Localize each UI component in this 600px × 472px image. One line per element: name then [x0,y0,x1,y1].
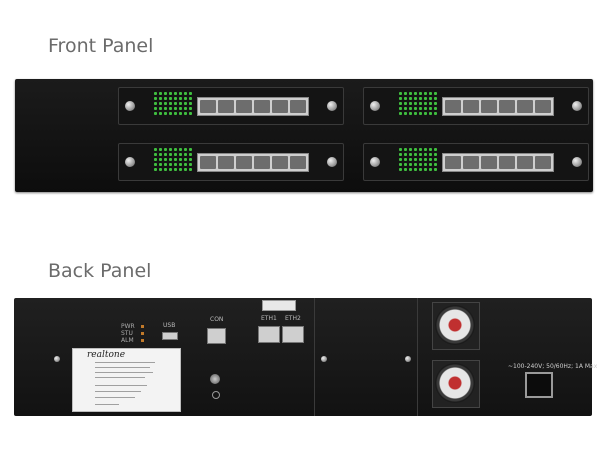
front-card-top-left [118,87,344,125]
label-fine-print [95,391,141,392]
screw-icon [125,157,135,167]
label-fine-print [95,385,147,386]
led-grid [154,92,192,115]
con-label: CON [210,316,224,323]
eth2-port [282,326,304,343]
back-panel-title: Back Panel [48,260,152,282]
usb-port [162,332,178,340]
led-label-stu: STU [121,330,133,337]
eth2-label: ETH2 [285,315,301,322]
led-label-alm: ALM [121,337,134,344]
front-panel-title: Front Panel [48,35,154,57]
label-fine-print [95,372,153,373]
label-fine-print [95,367,150,368]
status-led [141,339,144,342]
sticker [262,300,296,311]
screw-icon [125,101,135,111]
fan-icon [435,363,475,403]
eth1-port [258,326,280,343]
screw-icon [54,356,60,362]
front-card-top-right [363,87,589,125]
panel-divider [417,298,418,416]
eth1-label: ETH1 [261,315,277,322]
led-grid [399,92,437,115]
status-led [141,332,144,335]
screw-icon [572,157,582,167]
panel-divider [314,298,315,416]
screw-icon [370,101,380,111]
rj45-port-group [197,153,309,172]
led-grid [399,148,437,171]
fan-icon [435,305,475,345]
console-port [207,328,226,344]
label-fine-print [95,397,135,398]
ground-terminal [210,374,220,384]
screw-icon [327,101,337,111]
front-panel-image [15,79,593,192]
power-rating-label: ~100-240V; 50/60Hz; 1A Max [508,363,598,370]
label-brand: realtone [87,350,126,360]
screw-icon [321,356,327,362]
usb-label: USB [163,322,176,329]
product-label [72,348,181,412]
label-fine-print [95,377,145,378]
rj45-port-group [197,97,309,116]
led-grid [154,148,192,171]
screw-icon [370,157,380,167]
status-led [141,325,144,328]
rj45-port-group [442,153,554,172]
label-fine-print [95,362,155,363]
rj45-port-group [442,97,554,116]
power-inlet [525,372,553,398]
ground-icon [212,391,220,399]
led-label-pwr: PWR [121,323,135,330]
label-fine-print [95,404,119,405]
screw-icon [572,101,582,111]
screw-icon [327,157,337,167]
front-card-bottom-right [363,143,589,181]
front-card-bottom-left [118,143,344,181]
screw-icon [405,356,411,362]
